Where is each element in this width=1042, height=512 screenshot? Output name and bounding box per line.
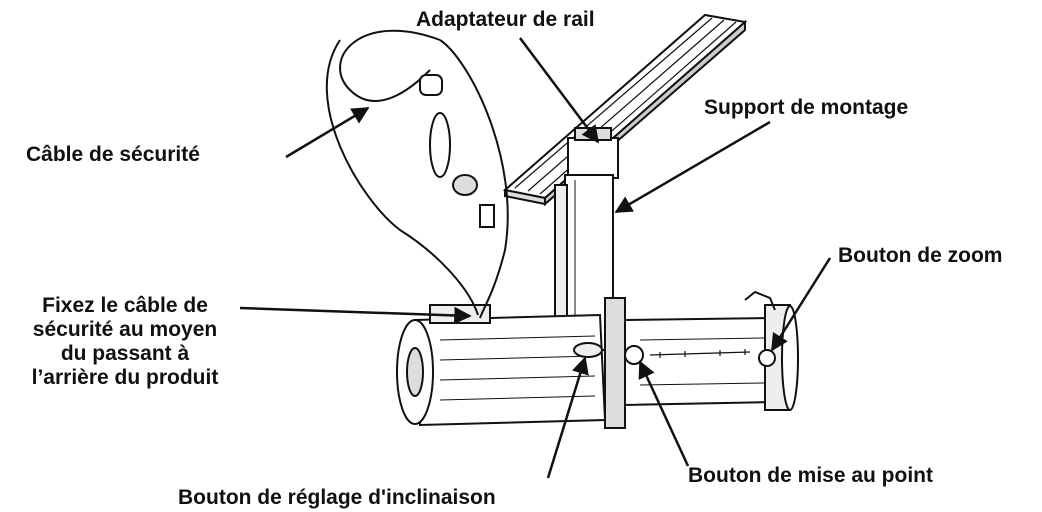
label-safety-cable: Câble de sécurité [26,143,200,166]
arrow-zoom-knob [770,257,832,352]
safety-cable [325,29,509,319]
arrow-safety-cable-attach [239,306,472,325]
label-safety-cable-attach: Fixez le câble de sécurité au moyen du p… [0,294,250,390]
fixture-barrel [604,290,799,429]
focus-knob-graphic [624,345,644,365]
barrel-scale [649,349,751,358]
label-line-1: Fixez le câble de [42,294,208,317]
zoom-knob-graphic [758,349,776,367]
label-zoom-knob: Bouton de zoom [838,244,1003,267]
arrow-focus-knob [638,360,690,467]
arrow-tilt-knob [546,356,589,479]
label-tilt-knob: Bouton de réglage d'inclinaison [178,486,496,509]
arrow-safety-cable [285,106,370,159]
label-rail-adapter: Adaptateur de rail [416,8,595,31]
label-focus-knob: Bouton de mise au point [688,464,933,487]
fixture-rear [396,304,607,427]
label-line-3: du passant à [60,342,190,365]
tilt-knob-graphic [573,342,603,358]
label-mounting-bracket: Support de montage [704,96,909,119]
arrow-mounting-bracket [614,120,771,214]
label-line-2: sécurité au moyen [32,318,218,341]
arrow-rail-adapter [519,37,600,144]
label-line-4: l’arrière du produit [31,366,219,389]
